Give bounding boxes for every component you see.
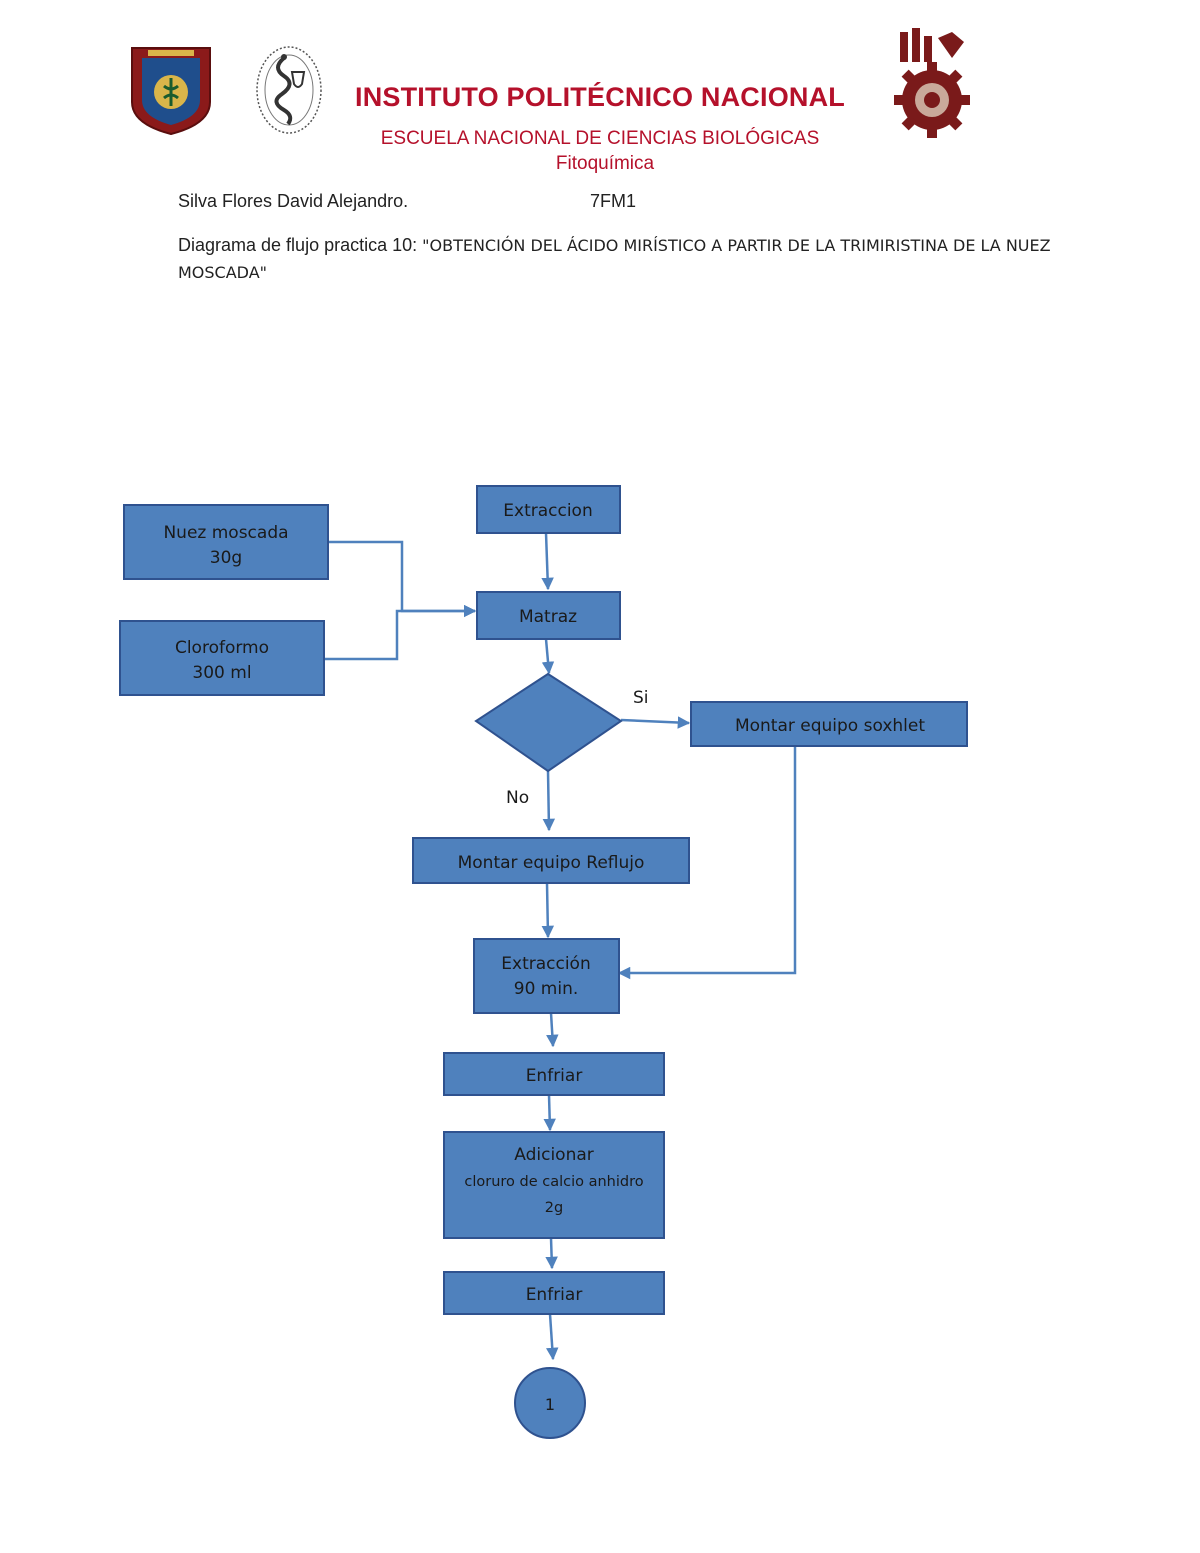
decision-yes-label: Si <box>633 688 649 708</box>
box-text: 300 ml <box>192 663 251 683</box>
decision-no-label: No <box>506 788 529 808</box>
arrow-matraz-to-decision <box>541 638 555 675</box>
flow-box-reflujo: Montar equipo Reflujo <box>412 837 690 884</box>
description-title: "OBTENCIÓN DEL ÁCIDO MIRÍSTICO A PARTIR … <box>178 236 1051 282</box>
flow-box-cloroformo: Cloroformo 300 ml <box>119 620 325 696</box>
flow-connector-circle: 1 <box>514 1367 586 1439</box>
school-name: ESCUELA NACIONAL DE CIENCIAS BIOLÓGICAS <box>380 128 820 149</box>
box-text: Montar equipo Reflujo <box>458 853 645 873</box>
encb-shield-logo <box>131 47 211 136</box>
arrow-decision-to-soxhlet <box>620 716 691 729</box>
institution-title: INSTITUTO POLITÉCNICO NACIONAL <box>355 82 845 112</box>
flow-box-extraccion90: Extracción 90 min. <box>473 938 620 1014</box>
box-text: Extracción <box>501 954 590 974</box>
connectors <box>324 532 797 1361</box>
flow-decision-diamond <box>474 672 623 773</box>
box-text: Enfriar <box>526 1285 583 1305</box>
box-text: Enfriar <box>526 1066 583 1086</box>
student-name: Silva Flores David Alejandro. <box>178 191 409 211</box>
arrow-cloroformo-to-matraz <box>324 604 477 661</box>
box-text: 30g <box>210 548 242 568</box>
flow-box-nuez: Nuez moscada 30g <box>123 504 329 580</box>
box-text: 2g <box>545 1200 563 1216</box>
flow-box-enfriar-2: Enfriar <box>443 1271 665 1315</box>
box-text: Extraccion <box>503 501 592 521</box>
group-code: 7FM1 <box>590 191 637 211</box>
box-text: Nuez moscada <box>163 523 288 543</box>
arrow-enfriar-to-adicionar <box>543 1094 556 1132</box>
arrow-decision-to-reflujo <box>542 770 556 832</box>
arrow-nuez-to-matraz <box>328 540 477 618</box>
arrow-enfriar2-to-connector <box>546 1313 559 1361</box>
arrow-adicionar-to-enfriar2 <box>545 1237 558 1270</box>
box-text: Matraz <box>519 607 577 627</box>
flow-box-adicionar: Adicionar cloruro de calcio anhidro 2g <box>443 1131 665 1239</box>
box-text: Montar equipo soxhlet <box>735 716 925 736</box>
arrow-extraccion-to-matraz <box>541 532 554 591</box>
ipn-gear-logo <box>894 28 970 138</box>
arrow-soxhlet-to-extraccion90 <box>617 746 797 980</box>
box-text: Adicionar <box>514 1145 594 1165</box>
flow-box-matraz: Matraz <box>476 591 621 640</box>
box-text: Cloroformo <box>175 638 269 658</box>
flow-box-extraccion: Extraccion <box>476 485 621 534</box>
connector-label: 1 <box>545 1395 555 1414</box>
arrow-reflujo-to-extraccion90 <box>541 882 555 939</box>
arrow-extraccion90-to-enfriar <box>546 1012 559 1048</box>
pharmacy-serpent-seal <box>256 46 322 134</box>
flow-box-soxhlet: Montar equipo soxhlet <box>690 701 968 747</box>
box-text: 90 min. <box>514 979 579 999</box>
description-prefix: Diagrama de flujo practica 10: <box>178 235 418 255</box>
box-text: cloruro de calcio anhidro <box>464 1174 643 1190</box>
flow-box-enfriar-1: Enfriar <box>443 1052 665 1096</box>
practice-description: Diagrama de flujo practica 10: "OBTENCIÓ… <box>178 232 1058 286</box>
subject-name: Fitoquímica <box>555 153 655 174</box>
